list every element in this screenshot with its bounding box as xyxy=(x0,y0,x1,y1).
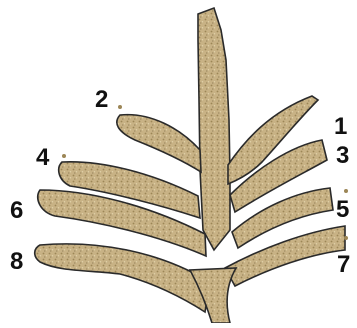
leaf-8 xyxy=(35,244,210,312)
label-3: 3 xyxy=(336,144,349,168)
label-4: 4 xyxy=(36,146,49,170)
label-6: 6 xyxy=(10,199,23,223)
label-5: 5 xyxy=(336,198,349,222)
central-leaf xyxy=(198,8,230,250)
label-8: 8 xyxy=(10,250,23,274)
label-1: 1 xyxy=(334,115,347,139)
leaf-2 xyxy=(117,115,201,172)
label-2: 2 xyxy=(95,88,108,112)
label-7: 7 xyxy=(337,253,350,277)
